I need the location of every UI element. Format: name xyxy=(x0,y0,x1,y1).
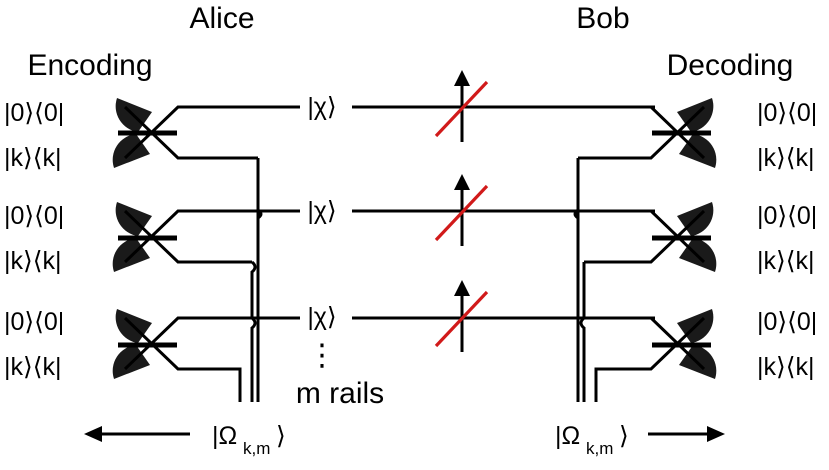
alice-omega-close: ⟩ xyxy=(276,422,286,450)
bob-omega-close: ⟩ xyxy=(619,422,629,450)
decoding-label: Decoding xyxy=(667,49,794,82)
rails xyxy=(352,105,655,320)
right-k-label-1: |k⟩⟨k| xyxy=(757,144,815,172)
right-k-label-3: |k⟩⟨k| xyxy=(757,353,815,381)
left-arrow xyxy=(84,426,190,442)
right-bus xyxy=(573,158,608,402)
m-rails-label: m rails xyxy=(296,377,384,410)
alice-omega-open: |Ω xyxy=(212,422,237,450)
bob-omega-ket: |Ω k,m ⟩ xyxy=(555,422,629,458)
right-module-3 xyxy=(608,309,717,379)
right-module-1 xyxy=(578,98,717,168)
left-module-3 xyxy=(112,309,300,379)
phase-shifter-1 xyxy=(434,70,489,142)
right-k-label-2: |k⟩⟨k| xyxy=(757,247,815,275)
right-vacuum-label-2: |0⟩⟨0| xyxy=(757,202,817,230)
encoding-label: Encoding xyxy=(27,49,152,82)
left-vacuum-label-2: |0⟩⟨0| xyxy=(4,202,64,230)
left-vacuum-label-1: |0⟩⟨0| xyxy=(4,99,64,127)
chi-label-3: |χ⟩ xyxy=(307,303,336,331)
rail-dots: ⋮ xyxy=(307,339,337,372)
chi-label-1: |χ⟩ xyxy=(307,93,336,121)
bob-omega-sub: k,m xyxy=(586,439,613,458)
left-module-2 xyxy=(112,202,300,272)
left-vacuum-label-3: |0⟩⟨0| xyxy=(4,308,64,336)
alice-label: Alice xyxy=(189,2,254,35)
left-k-label-1: |k⟩⟨k| xyxy=(4,144,62,172)
chi-label-2: |χ⟩ xyxy=(307,197,336,225)
alice-omega-ket: |Ω k,m ⟩ xyxy=(212,422,286,458)
left-k-label-2: |k⟩⟨k| xyxy=(4,247,62,275)
left-bus xyxy=(228,158,263,402)
alice-omega-sub: k,m xyxy=(243,439,270,458)
right-arrow xyxy=(648,426,725,442)
phase-shifter-3 xyxy=(434,280,489,352)
left-k-label-3: |k⟩⟨k| xyxy=(4,353,62,381)
bob-omega-open: |Ω xyxy=(555,422,580,450)
right-vacuum-label-1: |0⟩⟨0| xyxy=(757,99,817,127)
right-vacuum-label-3: |0⟩⟨0| xyxy=(757,308,817,336)
bob-label: Bob xyxy=(576,2,629,35)
phase-shifter-2 xyxy=(434,174,489,246)
right-module-2 xyxy=(584,202,717,272)
left-module-1 xyxy=(112,98,300,168)
